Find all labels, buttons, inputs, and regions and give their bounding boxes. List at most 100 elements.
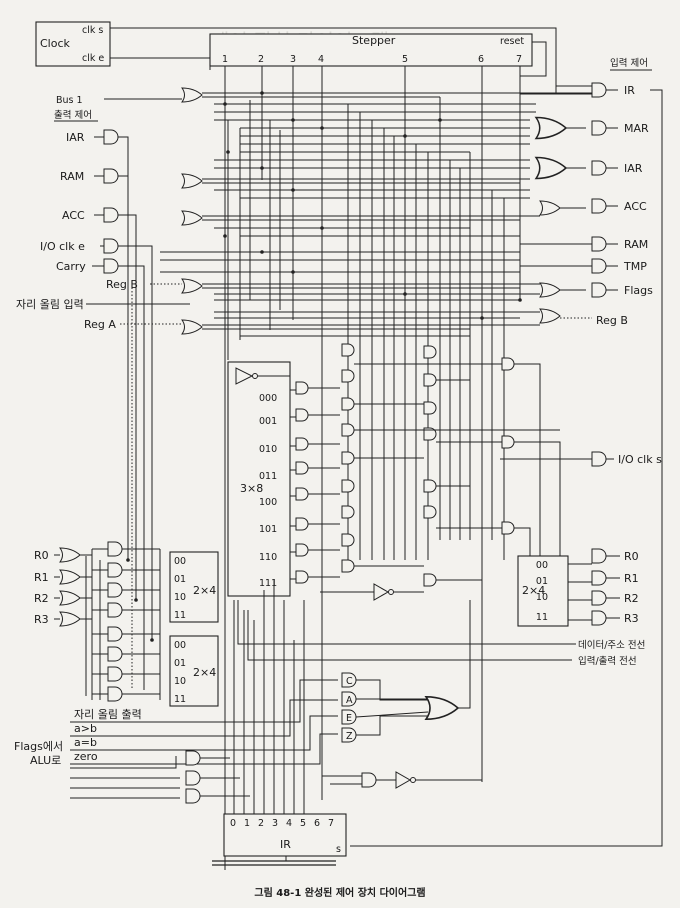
label-r2-in: R2 [624, 592, 639, 605]
dec2a-out-00: 00 [174, 556, 186, 567]
label-ram-in: RAM [624, 238, 648, 251]
junction-dots [126, 91, 522, 642]
label-acc-out: ACC [62, 209, 85, 222]
ir-bit-0: 0 [230, 818, 236, 829]
label-io-clk-e: I/O clk e [40, 240, 85, 253]
step-label-6: 6 [478, 54, 484, 65]
heading-flags-to-alu-2: ALU로 [30, 754, 61, 767]
output-control-labels: Bus 1 출력 제어 IAR RAM ACC I/O clk e Carry … [16, 95, 138, 331]
dec-out-111: 111 [259, 578, 277, 589]
left-register-and-gates [107, 541, 123, 702]
dec2b-label: 2×4 [193, 666, 216, 679]
figure-caption: 그림 48-1 완성된 제어 장치 다이어그램 [254, 886, 425, 899]
label-r0-in: R0 [624, 550, 639, 563]
flag-gate-a: A [346, 695, 353, 706]
dec2r-out-01: 01 [536, 576, 548, 587]
dec2r-out-11: 11 [536, 612, 548, 623]
decoder-3x8-label: 3×8 [240, 482, 263, 495]
heading-input-control: 입력 제어 [610, 57, 648, 69]
label-io-clk-s: I/O clk s [618, 453, 662, 466]
label-bus1: Bus 1 [56, 95, 83, 106]
decoder-2x4-left-bottom: 00 01 10 11 2×4 [169, 635, 219, 707]
ir-bit-6: 6 [314, 818, 320, 829]
ir-register: IR s 0 1 2 3 4 5 6 7 [223, 813, 347, 857]
alu-control-gates [185, 750, 377, 804]
step-label-5: 5 [402, 54, 408, 65]
jump-not-gate [373, 583, 390, 601]
dec2a-out-10: 10 [174, 592, 186, 603]
label-r1-in: R1 [624, 572, 639, 585]
label-r3-out: R3 [34, 613, 49, 626]
decoder-not-gate [235, 367, 254, 385]
label-reg-b-out: Reg B [106, 278, 138, 291]
label-iar-in: IAR [624, 162, 643, 175]
heading-flags-to-alu-1: Flags에서 [14, 740, 63, 753]
flag-gate-e: E [346, 713, 352, 724]
flag-condition-gates: C A E Z [341, 672, 357, 743]
instruction-and-gates-col2 [341, 343, 355, 573]
flag-gate-c: C [346, 676, 353, 687]
flag-or-gate [425, 695, 459, 720]
decoder-2x4-left-top: 00 01 10 11 2×4 [169, 551, 219, 623]
step-label-3: 3 [290, 54, 296, 65]
step-label-4: 4 [318, 54, 324, 65]
flag-input-carry-out: 자리 올림 출력 [74, 708, 142, 721]
label-reg-b-in: Reg B [596, 314, 628, 327]
flag-gate-z: Z [346, 731, 353, 742]
dec2b-out-11: 11 [174, 694, 186, 705]
decoder-2x4-right: 00 01 10 11 2×4 [517, 555, 569, 627]
dec-out-110: 110 [259, 552, 277, 563]
dec-out-010: 010 [259, 444, 277, 455]
dec2b-out-01: 01 [174, 658, 186, 669]
ir-label: IR [280, 838, 291, 851]
left-or-gates [181, 87, 203, 335]
instruction-and-gates-col3 [423, 345, 437, 519]
step-label-7: 7 [516, 54, 522, 65]
dec2b-out-10: 10 [174, 676, 186, 687]
label-mar-in: MAR [624, 122, 649, 135]
label-reg-a: Reg A [84, 318, 116, 331]
right-or-gates [535, 116, 567, 324]
ir-bit-2: 2 [258, 818, 264, 829]
flag-inputs: 자리 올림 출력 a>b a=b zero Flags에서 ALU로 [14, 708, 142, 767]
dec2a-out-01: 01 [174, 574, 186, 585]
label-r0-out: R0 [34, 549, 49, 562]
stepper-label: Stepper [352, 34, 396, 47]
heading-output-control: 출력 제어 [54, 109, 92, 121]
dec2r-label: 2×4 [522, 584, 545, 597]
right-and-gates [591, 82, 607, 467]
decoder-3x8: 3×8 000 001 010 011 100 101 110 111 [227, 361, 291, 597]
left-and-gates [103, 129, 119, 274]
label-r3-in: R3 [624, 612, 639, 625]
clock-out-s: clk s [82, 25, 103, 36]
ir-bit-4: 4 [286, 818, 292, 829]
input-control-labels: IR MAR IAR ACC RAM TMP Flags Reg B I/O c… [596, 84, 662, 466]
ir-bit-3: 3 [272, 818, 278, 829]
dec-out-100: 100 [259, 497, 277, 508]
dec-out-101: 101 [259, 524, 277, 535]
label-iar-out: IAR [66, 131, 85, 144]
label-r1-out: R1 [34, 571, 49, 584]
dec-out-001: 001 [259, 416, 277, 427]
instruction-and-gates-col4 [423, 357, 515, 587]
label-flags-in: Flags [624, 284, 653, 297]
label-carry: Carry [56, 260, 86, 273]
label-r2-out: R2 [34, 592, 49, 605]
clock-block: Clock clk s clk e [35, 21, 111, 67]
label-ir-in: IR [624, 84, 635, 97]
stepper-reset-label: reset [500, 36, 524, 47]
clock-out-e: clk e [82, 53, 104, 64]
step-label-1: 1 [222, 54, 228, 65]
ir-bit-5: 5 [300, 818, 306, 829]
label-data-address-bus: 데이터/주소 전선 [578, 640, 645, 651]
dec2a-out-11: 11 [174, 610, 186, 621]
left-register-labels: R0 R1 R2 R3 [34, 549, 49, 626]
step-label-2: 2 [258, 54, 264, 65]
label-acc-in: ACC [624, 200, 647, 213]
ir-bit-1: 1 [244, 818, 250, 829]
instruction-and-gates-col1 [295, 381, 309, 584]
label-carry-in: 자리 올림 입력 [16, 298, 84, 311]
flag-input-zero: zero [74, 750, 98, 763]
label-ram-out: RAM [60, 170, 84, 183]
label-tmp-in: TMP [623, 260, 647, 273]
